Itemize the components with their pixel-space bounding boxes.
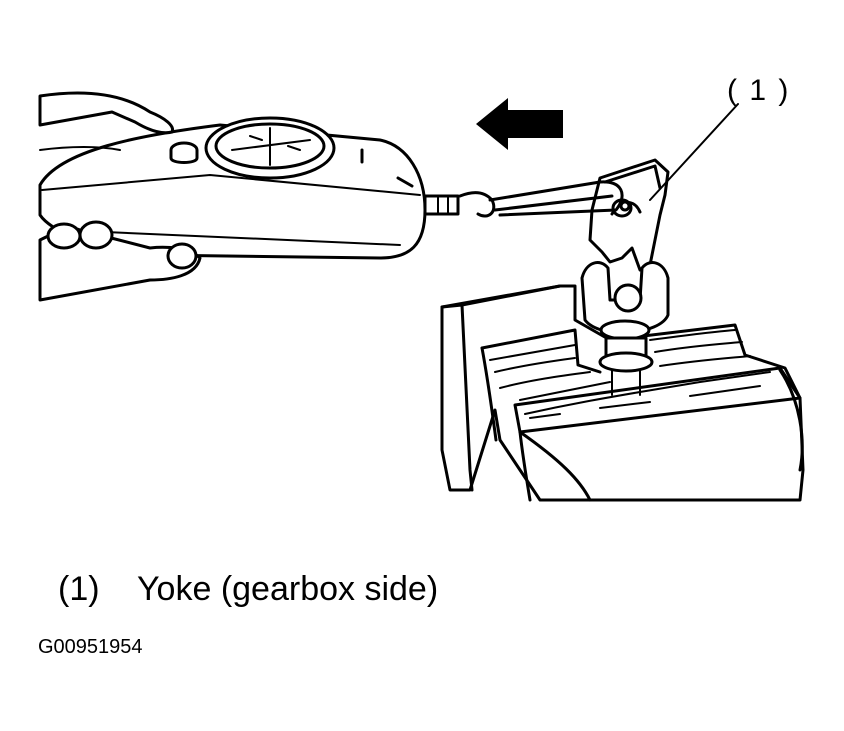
caption-text: Yoke (gearbox side) bbox=[137, 570, 439, 608]
pull-direction-arrow bbox=[476, 98, 563, 150]
callout-leader-line bbox=[649, 103, 739, 201]
yoke-gearbox-side bbox=[580, 158, 670, 396]
spring-gauge bbox=[38, 116, 460, 260]
callout-label: ( 1 ) bbox=[727, 74, 791, 107]
figure-code: G00951954 bbox=[38, 636, 143, 658]
hand bbox=[38, 91, 202, 302]
vise bbox=[440, 284, 805, 502]
caption-number: (1) bbox=[58, 570, 100, 608]
pull-hook-chain bbox=[458, 180, 624, 218]
